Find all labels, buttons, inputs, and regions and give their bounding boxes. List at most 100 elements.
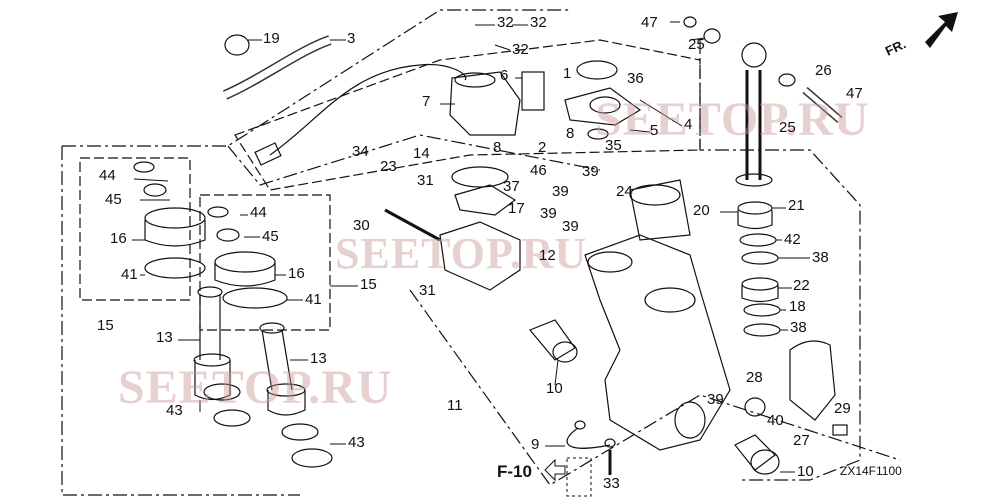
part-callout[interactable]: 27: [793, 432, 810, 449]
part-callout[interactable]: 34: [352, 143, 369, 160]
part-callout[interactable]: 21: [788, 197, 805, 214]
part-callout[interactable]: 47: [846, 85, 863, 102]
part-callout[interactable]: 1: [563, 65, 572, 82]
part-callout[interactable]: 12: [539, 247, 556, 264]
part-callout[interactable]: 11: [447, 397, 463, 414]
ring-43b: [281, 423, 319, 441]
part-callout[interactable]: 19: [263, 30, 280, 47]
part-callout[interactable]: 39: [562, 218, 579, 235]
assembly-outline: [61, 146, 300, 496]
part-callout[interactable]: 24: [616, 183, 633, 200]
part-callout[interactable]: 39: [540, 205, 557, 222]
tank-27: [789, 340, 836, 421]
plug-10b: [734, 434, 776, 471]
part-callout[interactable]: 26: [815, 62, 832, 79]
part-callout[interactable]: 37: [503, 178, 520, 195]
watermark: SEETOP.RU: [595, 93, 870, 146]
part-callout[interactable]: 32: [512, 41, 529, 58]
part-callout[interactable]: 47: [641, 14, 658, 31]
part-callout[interactable]: 4: [684, 116, 693, 133]
part-callout[interactable]: 25: [688, 36, 705, 53]
part-callout[interactable]: 32: [530, 14, 547, 31]
part-callout[interactable]: 31: [419, 282, 436, 299]
oring-41: [144, 257, 206, 279]
part-callout[interactable]: 32: [497, 14, 514, 31]
connector: [254, 142, 282, 166]
part-callout[interactable]: 20: [693, 202, 710, 219]
nut-28: [744, 397, 766, 417]
part-callout[interactable]: 44: [250, 204, 267, 221]
part-callout[interactable]: 8: [566, 125, 575, 142]
pump-17: [454, 184, 517, 216]
part-callout[interactable]: 28: [746, 369, 763, 386]
part-callout[interactable]: 5: [650, 122, 659, 139]
part-callout[interactable]: 17: [508, 200, 525, 217]
watermark: SEETOP.RU: [118, 361, 393, 414]
part-callout[interactable]: 39: [552, 183, 569, 200]
part-callout[interactable]: 29: [834, 400, 851, 417]
assembly-outline: [62, 9, 570, 147]
ring-42: [739, 233, 777, 247]
subassembly-box: [199, 194, 331, 331]
part-callout[interactable]: 14: [413, 145, 430, 162]
front-arrow-icon: [925, 12, 958, 48]
ref-bolt-box: [566, 457, 592, 497]
part-callout[interactable]: 43: [166, 402, 183, 419]
part-callout[interactable]: 22: [793, 277, 810, 294]
cable: [269, 63, 467, 156]
part-callout[interactable]: 42: [784, 231, 801, 248]
part-callout[interactable]: 44: [99, 167, 116, 184]
plug-10: [529, 319, 576, 361]
ring-18: [743, 303, 781, 317]
part-callout[interactable]: 13: [310, 350, 327, 367]
hose: [223, 36, 332, 99]
part-callout[interactable]: 39: [707, 391, 724, 408]
part-callout[interactable]: 31: [417, 172, 434, 189]
part-callout[interactable]: 41: [305, 291, 322, 308]
part-callout[interactable]: 30: [353, 217, 370, 234]
part-callout[interactable]: 43: [348, 434, 365, 451]
grommet: [224, 34, 250, 56]
part-callout[interactable]: 7: [422, 93, 431, 110]
ring-38b: [743, 323, 781, 337]
part-callout[interactable]: 16: [288, 265, 305, 282]
part-callout[interactable]: 15: [360, 276, 377, 293]
part-callout[interactable]: 35: [605, 137, 622, 154]
part-callout[interactable]: 10: [546, 380, 563, 397]
ground-wire-9: [566, 427, 611, 449]
part-callout[interactable]: 13: [156, 329, 173, 346]
part-22: [741, 285, 779, 303]
part-callout[interactable]: 8: [493, 139, 502, 156]
cap-16b: [214, 263, 276, 287]
part-callout[interactable]: 45: [105, 191, 122, 208]
part-callout[interactable]: 10: [797, 463, 814, 480]
figure-reference-link[interactable]: F-10: [497, 462, 532, 481]
part-callout[interactable]: 16: [110, 230, 127, 247]
subassembly-box: [234, 39, 701, 191]
part-callout[interactable]: 46: [530, 162, 547, 179]
part-callout[interactable]: 18: [789, 298, 806, 315]
part-callout[interactable]: 39: [582, 163, 599, 180]
part-callout[interactable]: 38: [790, 319, 807, 336]
part-callout[interactable]: 15: [97, 317, 114, 334]
part-callout[interactable]: 23: [380, 158, 397, 175]
ring-38: [741, 251, 779, 265]
part-callout[interactable]: 38: [812, 249, 829, 266]
part-callout[interactable]: 25: [779, 119, 796, 136]
part-callout[interactable]: 33: [603, 475, 620, 492]
assembly-outline: [699, 40, 861, 481]
part-callout[interactable]: 41: [121, 266, 138, 283]
part-callout[interactable]: 36: [627, 70, 644, 87]
rod-13: [199, 295, 221, 360]
seal-45: [143, 183, 167, 197]
part-callout[interactable]: 2: [538, 139, 547, 156]
part-callout[interactable]: 9: [531, 436, 540, 453]
oring-36: [576, 60, 618, 80]
part-callout[interactable]: 3: [347, 30, 356, 47]
part-callout[interactable]: 45: [262, 228, 279, 245]
ring-43: [203, 383, 241, 401]
part-callout[interactable]: 6: [500, 67, 509, 84]
part-callout[interactable]: 40: [767, 412, 784, 429]
